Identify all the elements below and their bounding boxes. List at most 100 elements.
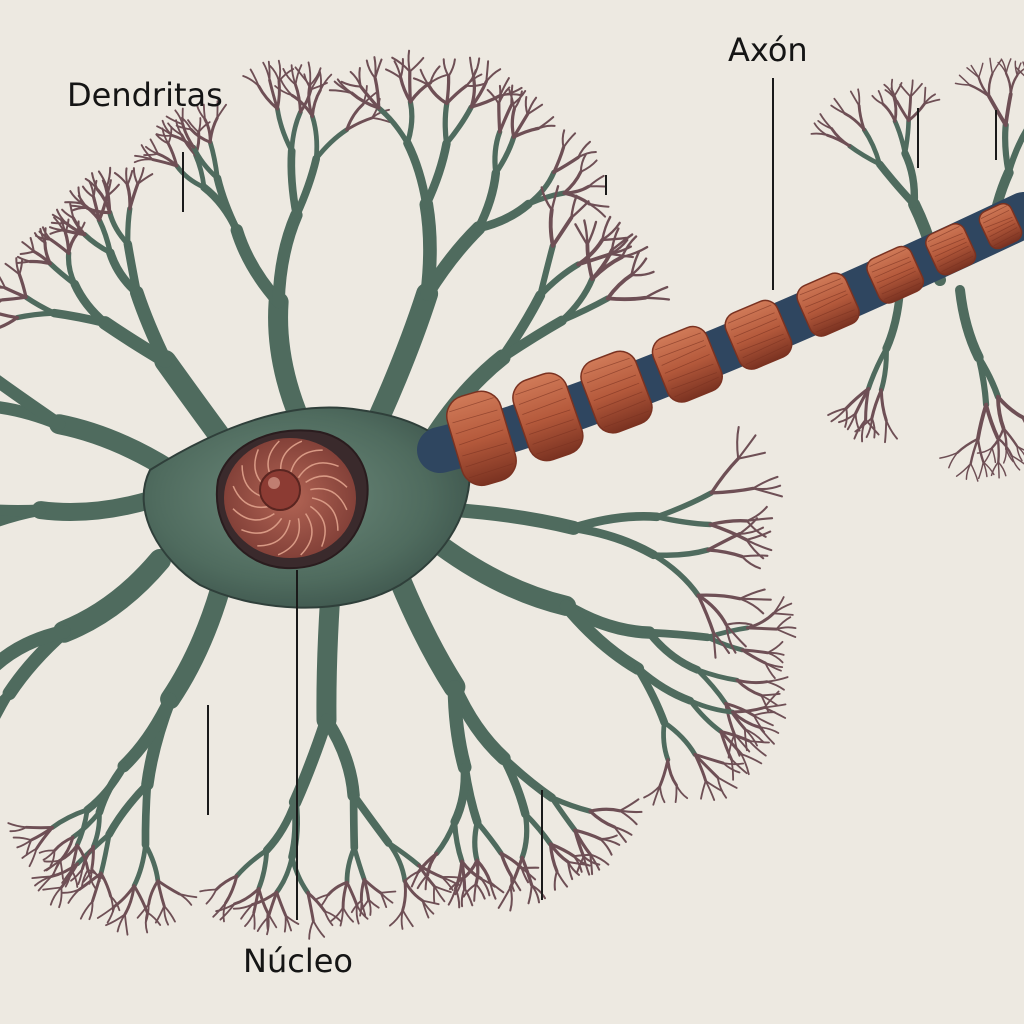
dendrite-branch: [630, 257, 648, 277]
dendrite-branch: [907, 95, 913, 123]
dendrite-branch: [969, 437, 980, 465]
myelin-segment: [978, 202, 1023, 250]
dendrite-branch: [90, 172, 99, 191]
dendrite-branch: [384, 68, 402, 79]
dendrite-branch: [0, 285, 7, 289]
dendrite-branch: [287, 147, 301, 219]
dendrite-branch: [956, 437, 980, 454]
dendrite-branch: [70, 279, 110, 328]
dendrite-branch: [498, 103, 513, 134]
dendrite-branch: [987, 72, 994, 98]
dendrite-branch: [308, 67, 322, 87]
dendrite-branch: [661, 720, 698, 757]
dendrite-branch: [31, 875, 53, 880]
dendrite-branch: [187, 119, 200, 134]
dendrite-branch: [775, 628, 797, 638]
dendrite-branch: [923, 98, 941, 105]
dendrite-branch: [722, 762, 745, 766]
dendrite-branch: [706, 548, 744, 559]
dendrite-branch: [884, 419, 888, 444]
dendrite-branch: [422, 139, 451, 209]
dendrite-branch: [827, 407, 848, 417]
dendrite-branch: [630, 270, 655, 277]
dendrite-branch: [548, 207, 555, 248]
dendrite-branch: [341, 880, 349, 909]
dendrite-branch: [329, 906, 345, 923]
dendrite-branch: [43, 859, 61, 863]
dendrite-branch: [552, 155, 580, 175]
dendrite-branch: [716, 776, 728, 799]
dendrite-branch: [485, 68, 502, 83]
dendrite-branch: [310, 88, 322, 118]
dendrite-branch: [738, 517, 759, 535]
dendrite-branch: [588, 202, 607, 218]
dendrite-branch: [735, 678, 769, 685]
dendrite-branch: [724, 701, 736, 736]
dendrite-branch: [530, 884, 541, 904]
dendrite-branch: [106, 905, 116, 924]
dendrite-branch: [202, 103, 206, 121]
dendrite-branch: [308, 919, 315, 940]
dendrite-branch: [367, 898, 372, 916]
dendrite-branch: [323, 910, 342, 922]
dendrite-branch: [326, 880, 349, 897]
dendrite-branch: [866, 345, 889, 391]
dendrite-branch: [1022, 61, 1024, 68]
dendrite-branch: [156, 879, 181, 896]
dendrite-branch: [266, 915, 270, 936]
dendrite-branch: [737, 434, 757, 460]
dendrite-branch: [513, 90, 523, 111]
dendrite-branch: [666, 758, 678, 787]
dendrite-branch: [955, 462, 972, 477]
dendrite-branch: [620, 245, 649, 259]
myelin-segment: [866, 245, 925, 304]
dendrite-branch: [901, 149, 919, 209]
dendrite-branch: [716, 776, 738, 789]
dendrite-branch: [763, 706, 787, 719]
dendrite-branch: [129, 285, 173, 368]
dendrite-branch: [996, 436, 1000, 464]
dendrite-branch: [81, 185, 95, 199]
nucleolus: [259, 469, 301, 511]
dendrite-branch: [205, 888, 218, 905]
dendrite-branch: [497, 102, 502, 134]
dendrite-branch: [344, 845, 357, 885]
dendrite-branch: [126, 169, 134, 187]
dendrite-branch: [708, 519, 749, 527]
dendrite-branch: [694, 667, 729, 706]
dendrite-branch: [509, 886, 513, 912]
dendrite-branch: [613, 825, 627, 843]
dendrite-branch: [510, 107, 516, 139]
dendrite-branch: [214, 874, 239, 891]
dendrite-branch: [746, 626, 778, 631]
dendrite-branch: [440, 876, 454, 891]
dendrite-branch: [709, 486, 755, 495]
dendrite-branch: [474, 199, 533, 233]
dendrite-branch: [105, 913, 126, 927]
dendrite-branch: [447, 887, 457, 906]
dendrite-branch: [486, 88, 500, 105]
dendrite-branch: [976, 437, 985, 464]
dendrite-branch: [29, 826, 54, 842]
dendrite-branch: [775, 626, 797, 631]
dendrite-branch: [512, 126, 540, 139]
dendrite-branch: [758, 726, 780, 734]
dendrite-branch: [745, 538, 773, 552]
dendrite-branch: [877, 90, 884, 105]
dendrite-branch: [274, 854, 295, 895]
dendrite-branch: [650, 552, 701, 598]
dendrite-branch: [463, 887, 474, 907]
dendrite-branch: [23, 294, 57, 316]
dendrite-branch: [288, 713, 333, 809]
dendrite-branch: [433, 819, 458, 857]
dendrite-branch: [559, 599, 645, 675]
dendrite-branch: [497, 86, 511, 105]
dendrite-branch: [969, 462, 979, 482]
dendrite-branch: [427, 83, 449, 106]
dendrite-branch: [610, 227, 620, 252]
dendrite-branch: [462, 883, 478, 898]
dendrite-branch: [748, 740, 767, 757]
dendrite-branch: [208, 116, 219, 144]
dendrite-branch: [879, 388, 888, 422]
dendrite-branch: [748, 740, 770, 744]
